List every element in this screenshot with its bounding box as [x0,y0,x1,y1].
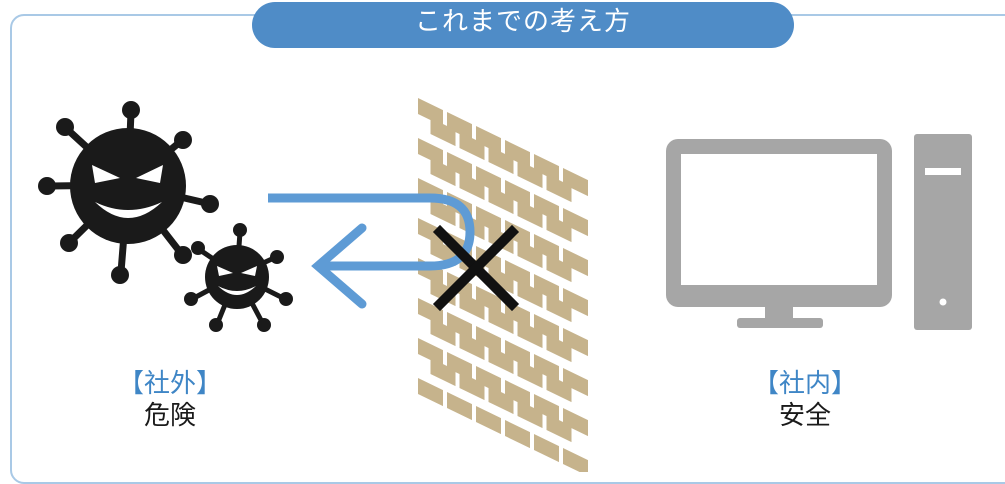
diagram-title: これまでの考え方 [252,2,794,48]
brick [430,158,456,187]
brick [418,138,443,167]
brick [476,326,501,355]
brick [534,394,559,423]
brick [563,248,588,277]
brick [563,328,588,357]
brick [505,340,530,369]
brick [418,378,443,407]
brick [476,166,501,195]
brick [517,240,543,269]
diagram-canvas [38,98,972,472]
brick [563,408,588,437]
brick [418,338,443,367]
brick [517,360,543,389]
brick [476,366,501,395]
brick [563,448,588,472]
brick [459,332,485,361]
brick-firewall-icon [418,98,588,472]
brick [488,266,514,295]
brick [563,208,588,237]
brick [517,160,543,189]
brick [488,146,514,175]
brick [459,372,485,401]
brick [459,172,485,201]
brick [418,218,443,247]
brick [505,420,530,449]
brick [534,274,559,303]
brick [563,368,588,397]
u-turn-arrow-icon [268,193,475,309]
pc-tower-icon [914,134,972,330]
brick [517,320,543,349]
brick [476,286,501,315]
brick [546,254,572,283]
brick [476,206,501,235]
brick [546,374,572,403]
diagram-frame: これまでの考え方 [10,2,1005,484]
brick [476,126,501,155]
brick [534,434,559,463]
brick [447,392,472,421]
cross-mark-icon [432,224,520,312]
brick [488,386,514,415]
brick [447,312,472,341]
brick [488,186,514,215]
brick [563,168,588,197]
brick [505,180,530,209]
monitor-icon [666,139,892,328]
brick [418,98,443,127]
brick [430,358,456,387]
outside-state: 危険 [143,401,196,431]
brick [534,154,559,183]
brick [546,414,572,443]
brick [546,294,572,323]
brick [447,112,472,141]
brick [534,234,559,263]
brick [447,152,472,181]
brick [546,214,572,243]
outside-tag: 【社外】 [117,369,222,399]
brick [459,132,485,161]
brick [488,306,514,335]
brick [505,380,530,409]
brick [563,288,588,317]
brick [517,280,543,309]
brick [505,260,530,289]
virus-small-icon [184,223,293,332]
brick [418,298,443,327]
brick [546,334,572,363]
brick [534,354,559,383]
brick [517,200,543,229]
brick [459,292,485,321]
brick [430,118,456,147]
brick [517,400,543,429]
brick [430,198,456,227]
inside-tag: 【社内】 [752,369,857,399]
brick [476,406,501,435]
brick [534,314,559,343]
brick [488,346,514,375]
brick [505,140,530,169]
brick [447,352,472,381]
outside-label: 【社外】 危険 [100,368,240,432]
brick [534,194,559,223]
inside-label: 【社内】 安全 [735,368,875,432]
brick [430,318,456,347]
brick [546,174,572,203]
virus-large-icon [38,101,219,284]
inside-state: 安全 [778,401,831,431]
